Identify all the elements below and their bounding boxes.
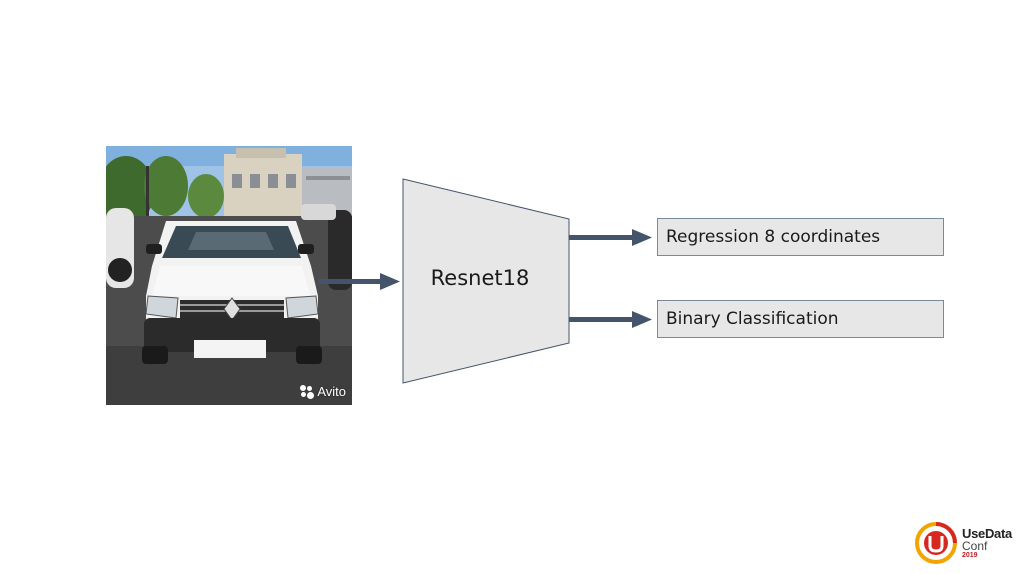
resnet-block <box>402 178 570 384</box>
resnet-label: Resnet18 <box>430 266 530 290</box>
input-car-photo: Avito <box>106 146 352 405</box>
logo-line1: UseData <box>962 526 1012 541</box>
input-arrow <box>318 273 400 290</box>
avito-watermark-text: Avito <box>317 384 346 399</box>
logo-line2: Conf <box>962 539 988 553</box>
classification-arrow <box>569 311 652 328</box>
usedata-logo-icon <box>914 521 958 565</box>
avito-watermark: Avito <box>300 384 346 399</box>
regression-output-box: Regression 8 coordinates <box>657 218 944 256</box>
regression-arrow <box>569 229 652 246</box>
classification-output-box: Binary Classification <box>657 300 944 338</box>
logo-line3: 2019 <box>962 552 978 559</box>
classification-output-label: Binary Classification <box>666 309 839 329</box>
avito-dots-icon <box>300 384 315 399</box>
car-photo-illustration <box>106 146 352 405</box>
usedata-conf-logo: UseData Conf 2019 <box>914 521 1012 565</box>
regression-output-label: Regression 8 coordinates <box>666 227 881 247</box>
